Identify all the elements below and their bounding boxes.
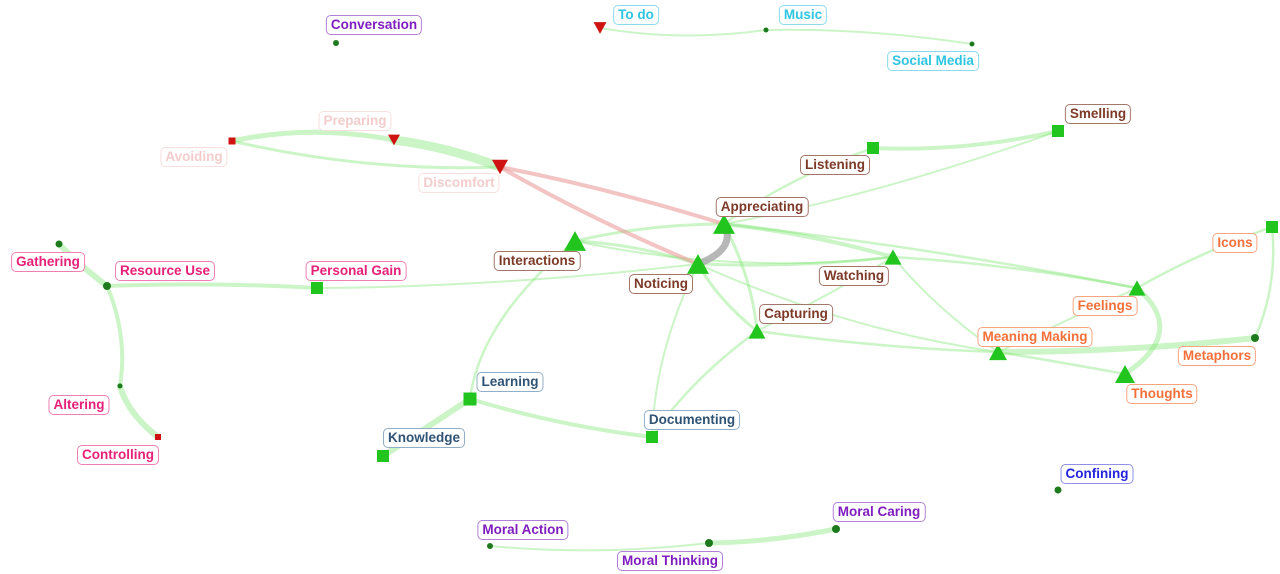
node-marker-learning[interactable] [463,392,477,406]
edge-noticing--capturing [696,262,759,333]
node-label-thoughts[interactable]: Thoughts [1126,384,1198,404]
edge-personal-gain--noticing [316,263,699,289]
node-label-personal-gain[interactable]: Personal Gain [305,261,407,281]
node-label-confining[interactable]: Confining [1060,464,1134,484]
node-label-moral-thinking[interactable]: Moral Thinking [617,551,723,571]
node-marker-knowledge[interactable] [377,450,389,462]
node-label-icons[interactable]: Icons [1212,233,1258,253]
node-marker-watching[interactable] [884,249,902,265]
node-marker-smelling[interactable] [1052,125,1064,137]
node-marker-feelings[interactable] [1128,280,1146,296]
node-label-resource-use[interactable]: Resource Use [114,261,216,281]
node-label-interactions[interactable]: Interactions [493,251,581,271]
edge-moral-action--moral-thinking [489,542,710,552]
edge-noticing--meaning-making [697,263,999,353]
node-marker-listening[interactable] [867,142,879,154]
node-label-discomfort[interactable]: Discomfort [418,173,500,193]
node-marker-moral-action[interactable] [487,543,493,549]
node-marker-todo[interactable] [593,22,607,34]
edge-noticing--watching [696,255,895,267]
edge-meaning-making--metaphors [995,335,1258,355]
node-marker-avoiding[interactable] [228,137,236,145]
edge-moral-thinking--moral-caring [706,526,839,546]
edge-meaning-making--thoughts [996,350,1127,376]
node-label-appreciating[interactable]: Appreciating [715,197,809,217]
node-label-gathering[interactable]: Gathering [11,252,85,272]
edge-capturing--meaning-making [755,329,1000,354]
node-marker-personal-gain[interactable] [311,282,323,294]
edge-appreciating--feelings [722,222,1139,290]
edge-interactions--watching [574,240,894,265]
edge-watching--feelings [891,255,1139,290]
node-marker-appreciating[interactable] [713,214,735,234]
node-label-social-media[interactable]: Social Media [887,51,979,71]
node-marker-preparing[interactable] [388,134,400,146]
node-marker-moral-thinking[interactable] [705,539,713,547]
edge-resource-use--altering [105,284,125,388]
node-label-conversation[interactable]: Conversation [325,15,423,35]
edge-interactions--appreciating [573,222,726,243]
edge-learning--documenting [468,397,654,439]
node-label-smelling[interactable]: Smelling [1064,104,1132,124]
node-label-noticing[interactable]: Noticing [629,274,693,294]
node-marker-discomfort[interactable] [492,159,508,175]
node-marker-confining[interactable] [1054,486,1062,494]
node-label-meaning-making[interactable]: Meaning Making [977,327,1093,347]
node-label-moral-action[interactable]: Moral Action [477,520,569,540]
edge-discomfort--appreciating [498,165,726,226]
node-marker-thoughts[interactable] [1115,365,1135,383]
edge-icons--metaphors [1253,225,1275,340]
node-marker-moral-caring[interactable] [832,525,840,533]
node-marker-meaning-making[interactable] [989,343,1007,361]
node-marker-metaphors[interactable] [1251,334,1259,342]
edge-listening--smelling [871,129,1060,151]
node-marker-social-media[interactable] [969,41,975,47]
node-label-preparing[interactable]: Preparing [318,111,392,131]
node-marker-gathering[interactable] [55,240,63,248]
node-label-music[interactable]: Music [778,5,828,25]
node-label-avoiding[interactable]: Avoiding [160,147,228,167]
edge-todo--music [599,27,767,37]
edge-resource-use--personal-gain [105,282,319,290]
edge-appreciating--watching [722,222,895,259]
node-label-feelings[interactable]: Feelings [1072,296,1138,316]
node-marker-interactions[interactable] [564,231,586,251]
node-label-watching[interactable]: Watching [818,266,890,286]
edge-music--social-media [765,28,973,45]
node-label-learning[interactable]: Learning [476,372,544,392]
node-label-controlling[interactable]: Controlling [77,445,159,465]
edge-avoiding--discomfort [230,139,502,170]
node-marker-controlling[interactable] [155,434,161,440]
edge-preparing--discomfort [389,135,505,172]
node-marker-noticing[interactable] [687,254,709,274]
edge-discomfort--noticing [498,165,700,266]
node-marker-conversation[interactable] [333,40,339,46]
node-label-capturing[interactable]: Capturing [759,304,833,324]
node-label-moral-caring[interactable]: Moral Caring [832,502,926,522]
node-marker-music[interactable] [763,27,769,33]
edge-altering--controlling [117,383,161,440]
node-label-documenting[interactable]: Documenting [643,410,741,430]
node-marker-documenting[interactable] [646,431,658,443]
node-label-metaphors[interactable]: Metaphors [1177,346,1257,366]
node-label-todo[interactable]: To do [613,5,659,25]
node-marker-altering[interactable] [117,383,123,389]
node-label-altering[interactable]: Altering [48,395,110,415]
node-marker-icons[interactable] [1266,221,1278,233]
node-marker-resource-use[interactable] [103,282,111,290]
node-label-knowledge[interactable]: Knowledge [382,428,466,448]
node-label-listening[interactable]: Listening [800,155,870,175]
node-marker-capturing[interactable] [748,323,766,339]
edge-avoiding--preparing [229,129,397,144]
edge-feelings--thoughts [1122,285,1163,377]
